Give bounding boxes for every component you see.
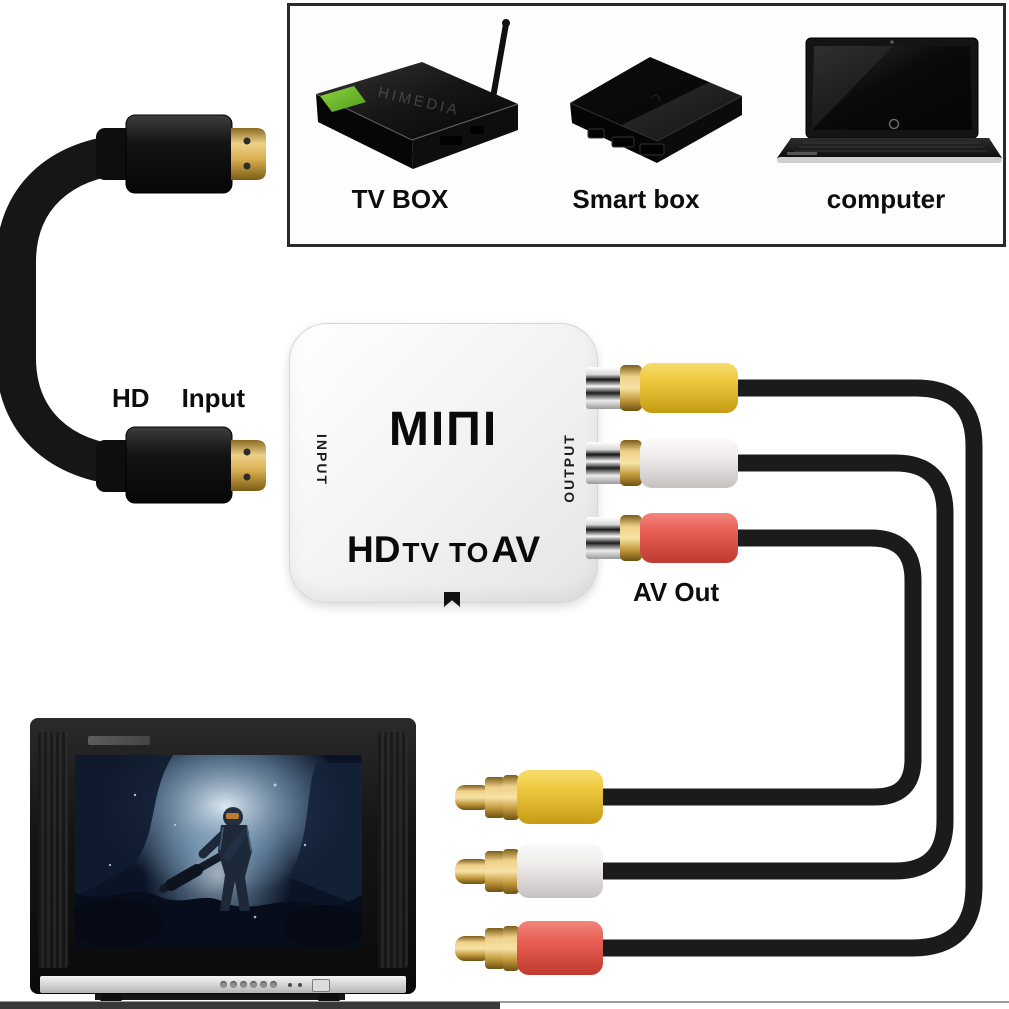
tv-foot-right — [318, 994, 340, 1002]
tv-box-green-corner — [320, 86, 366, 112]
table-edge-shadow — [0, 1002, 500, 1009]
input-label: Input — [181, 383, 246, 413]
hd-input-label: HD Input — [112, 383, 245, 414]
av-out-label: AV Out — [633, 577, 720, 607]
cable-white-row — [600, 454, 954, 880]
hdmi-cable-image — [0, 114, 266, 504]
av-cables — [600, 379, 983, 957]
converter-model-text: HD TV TO AV — [290, 529, 597, 571]
power-port-notch — [444, 592, 460, 607]
webcam-dot — [890, 40, 894, 44]
converter-logo: MIΠI — [388, 403, 499, 456]
tv-control-strip — [40, 976, 406, 993]
tv-box-image: HIMEDIA — [315, 19, 519, 169]
tv-brand-badge — [88, 736, 150, 745]
computer-label: computer — [826, 184, 946, 214]
tv-power-button[interactable] — [312, 979, 330, 992]
hd-label: HD — [112, 383, 150, 413]
tv-box-label: TV BOX — [351, 184, 449, 214]
rca-female-red — [586, 513, 738, 563]
model-av: AV — [491, 529, 541, 570]
tv-speaker-left — [38, 732, 68, 968]
rca-female-white — [586, 438, 738, 488]
tv-button[interactable] — [220, 981, 227, 988]
cable-red-to-yellow-row — [600, 529, 922, 806]
smart-box-image: ◠ — [569, 57, 743, 163]
tv-indicator-led — [298, 983, 302, 987]
model-hd: HD — [346, 529, 401, 570]
tv-button[interactable] — [260, 981, 267, 988]
hdmi-connector-top — [125, 114, 266, 194]
tv-base-bar — [95, 994, 345, 1000]
source-devices-panel: HIMEDIA ◠ — [287, 3, 1006, 247]
tv-indicator-led — [288, 983, 292, 987]
tv-screen — [75, 755, 362, 948]
cable-yellow-to-red-row — [600, 379, 983, 957]
snow-speckles — [108, 783, 307, 919]
rca-male-yellow — [455, 770, 603, 824]
tv-button[interactable] — [240, 981, 247, 988]
game-scene-image — [75, 755, 362, 948]
rca-male-red — [455, 921, 603, 975]
model-mid: TV TO — [402, 537, 490, 568]
tv-button[interactable] — [270, 981, 277, 988]
rca-male-white — [455, 844, 603, 898]
tv-button[interactable] — [230, 981, 237, 988]
hdmi-to-av-converter: MIΠI INPUT OUTPUT HD TV TO AV — [289, 323, 598, 603]
tv-button[interactable] — [250, 981, 257, 988]
crt-tv — [30, 718, 416, 994]
smart-box-logo-glare: ◠ — [649, 91, 665, 108]
tv-speaker-right — [378, 732, 408, 968]
hdmi-connector-bottom — [125, 426, 266, 504]
armored-figure — [198, 807, 252, 911]
hdmi-cable-loop — [0, 134, 150, 486]
tv-foot-left — [100, 994, 122, 1002]
rca-female-yellow — [586, 363, 738, 413]
smart-box-label: Smart box — [572, 184, 700, 214]
table-edge-line — [0, 1001, 1009, 1003]
computer-image — [777, 37, 1002, 163]
